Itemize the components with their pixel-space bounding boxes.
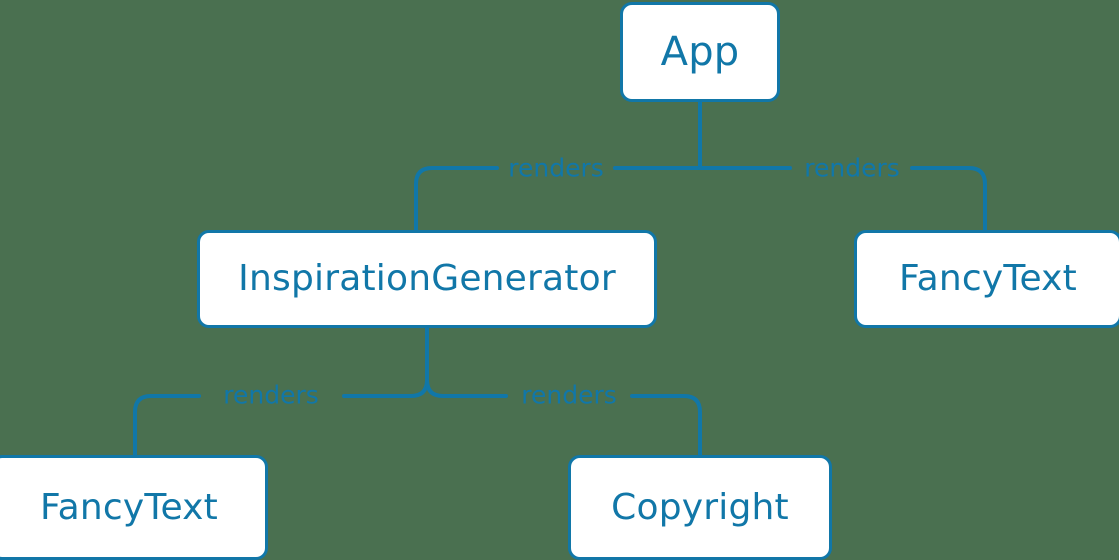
edge-inspgen-trunk-left	[342, 326, 429, 398]
node-copyright-label: Copyright	[611, 486, 789, 528]
node-copyright[interactable]: Copyright	[568, 455, 832, 560]
edge-inspgen-fancyleft	[133, 394, 201, 457]
node-fancytext-right[interactable]: FancyText	[854, 230, 1119, 328]
edge-label-app-fancytext-right: renders	[804, 153, 900, 183]
node-fancytext-left[interactable]: FancyText	[0, 455, 268, 560]
node-fancytext-right-label: FancyText	[899, 258, 1077, 299]
edge-app-inspgen	[414, 166, 499, 232]
edge-label-inspiration-generator-copyright: renders	[521, 380, 617, 410]
node-inspiration-generator-label: InspirationGenerator	[238, 258, 616, 299]
node-inspiration-generator[interactable]: InspirationGenerator	[197, 230, 657, 328]
node-fancytext-left-label: FancyText	[40, 486, 218, 528]
node-app[interactable]: App	[620, 2, 780, 102]
edge-app-fancyright	[910, 166, 987, 232]
edge-inspgen-copyright	[630, 394, 702, 457]
edge-label-inspiration-generator-fancytext-left: renders	[223, 380, 319, 410]
node-app-label: App	[660, 29, 740, 75]
edge-label-app-inspiration-generator: renders	[508, 153, 604, 183]
edge-inspgen-trunk-right	[425, 378, 508, 398]
